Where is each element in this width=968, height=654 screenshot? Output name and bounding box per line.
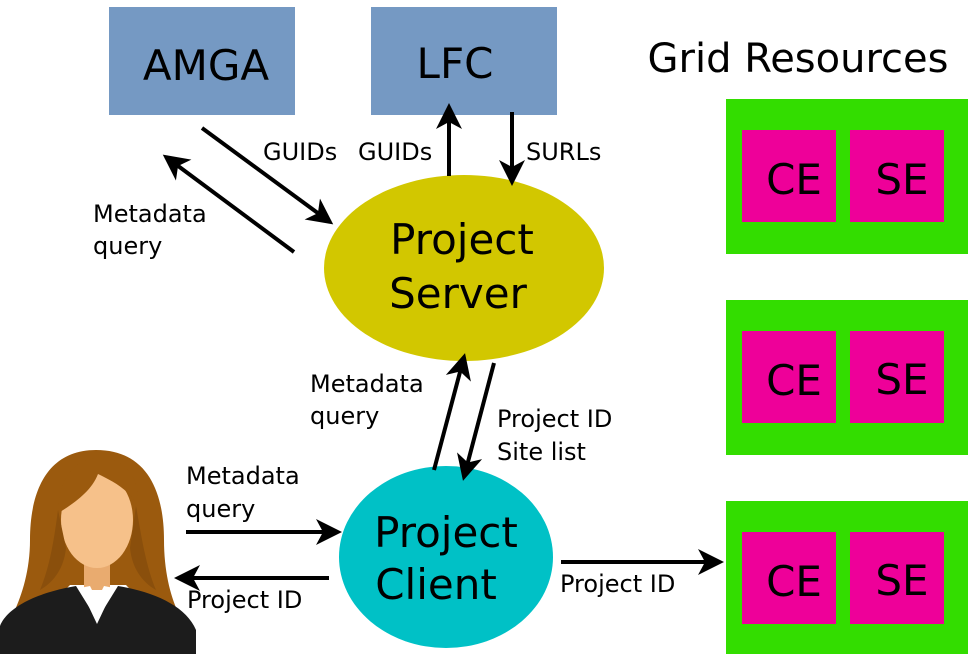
project-client-label-line1: Project [374, 508, 518, 557]
ce-label: CE [766, 356, 822, 405]
label-guids-amga: GUIDs [263, 138, 337, 166]
project-server-label-line2: Server [389, 269, 527, 318]
lfc-node: LFC [371, 7, 557, 115]
label-metadata-user-line2: query [186, 495, 255, 523]
label-surls: SURLs [526, 138, 601, 166]
avatar-shirt [80, 586, 114, 624]
label-metadata-server-line2: query [310, 402, 379, 430]
ce-box [742, 130, 836, 222]
arrow-server-to-amga [162, 154, 296, 254]
project-client-ellipse [339, 466, 553, 648]
avatar-hair-side-right [130, 506, 156, 590]
grid-resources-title: Grid Resources [648, 36, 949, 82]
arrow-client-to-server [432, 353, 471, 471]
user-avatar-icon [0, 450, 196, 654]
lfc-label: LFC [417, 39, 494, 88]
project-server-ellipse [324, 175, 604, 361]
grid-resource-2: CE SE [726, 300, 968, 455]
label-projectid-user: Project ID [187, 586, 302, 614]
project-server-label-line1: Project [390, 215, 534, 264]
label-metadata-amga-line1: Metadata [93, 200, 207, 228]
grid-resource-3: CE SE [726, 501, 968, 654]
amga-label: AMGA [143, 41, 270, 90]
edge-labels: GUIDs Metadata query GUIDs SURLs Metadat… [93, 138, 675, 614]
se-label: SE [875, 155, 928, 204]
se-box [850, 130, 944, 222]
label-projectid-grid: Project ID [560, 570, 675, 598]
arrow-server-to-client [457, 362, 496, 481]
project-server-node: Project Server [324, 175, 604, 361]
se-label: SE [875, 556, 928, 605]
label-metadata-amga-line2: query [93, 232, 162, 260]
lfc-box [371, 7, 557, 115]
label-guids-lfc: GUIDs [358, 138, 432, 166]
ce-label: CE [766, 155, 822, 204]
grid-resource-1: CE SE [726, 99, 968, 254]
avatar-hair-front [58, 458, 139, 516]
se-label: SE [875, 355, 928, 404]
avatar-hair-side [40, 510, 66, 590]
project-client-node: Project Client [339, 466, 553, 648]
amga-box [109, 7, 295, 115]
se-box [850, 331, 944, 423]
amga-node: AMGA [109, 7, 295, 115]
label-projectid-sitelist-line2: Site list [497, 438, 586, 466]
label-metadata-server-line1: Metadata [310, 370, 424, 398]
project-client-label-line2: Client [375, 560, 497, 609]
label-projectid-sitelist-line1: Project ID [497, 405, 612, 433]
arrows [162, 103, 724, 591]
ce-box [742, 532, 836, 624]
se-box [850, 532, 944, 624]
arrow-amga-to-server [200, 126, 334, 225]
ce-label: CE [766, 557, 822, 606]
label-metadata-user-line1: Metadata [186, 462, 300, 490]
ce-box [742, 331, 836, 423]
